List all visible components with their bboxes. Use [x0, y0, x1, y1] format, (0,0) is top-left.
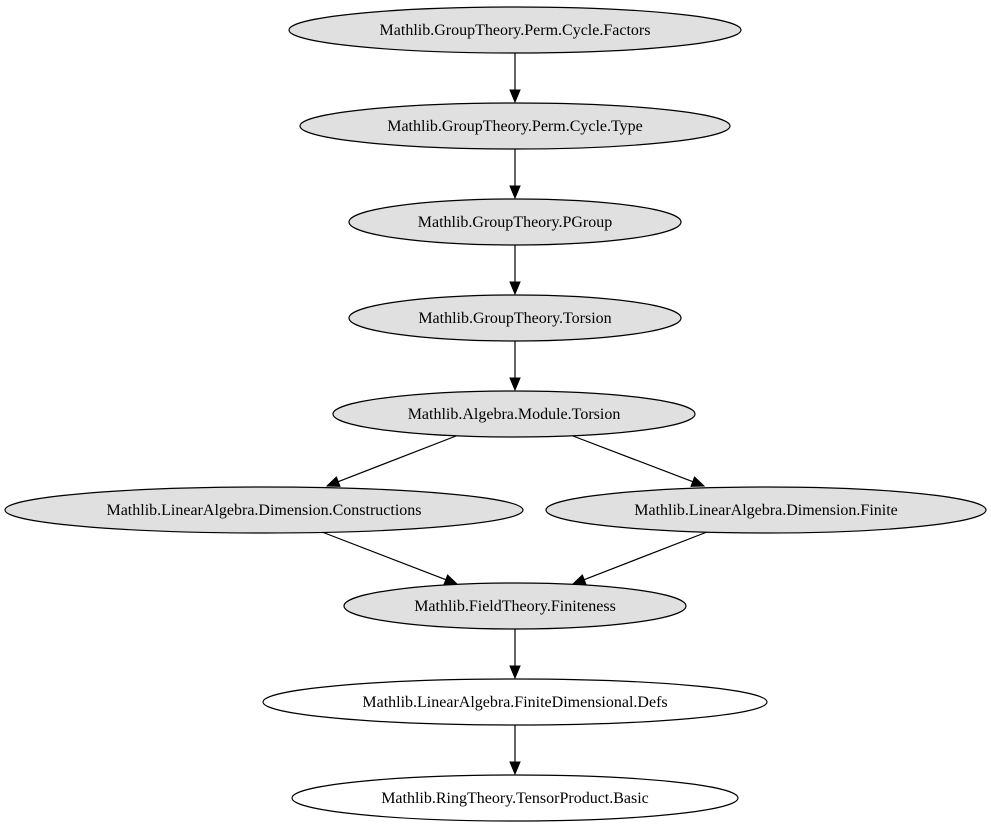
edge-line	[321, 531, 447, 581]
node-n7: Mathlib.FieldTheory.Finiteness	[343, 582, 687, 630]
node-ellipse	[348, 294, 682, 342]
edge-line	[572, 435, 694, 483]
node-n5: Mathlib.LinearAlgebra.Dimension.Construc…	[4, 486, 524, 534]
node-label: Mathlib.GroupTheory.Perm.Cycle.Factors	[380, 22, 651, 39]
node-ellipse	[288, 6, 742, 54]
edge-line	[583, 531, 708, 581]
node-n1: Mathlib.GroupTheory.Perm.Cycle.Type	[299, 102, 731, 150]
edge-line	[337, 435, 457, 483]
node-n9: Mathlib.RingTheory.TensorProduct.Basic	[291, 774, 739, 822]
node-label: Mathlib.GroupTheory.Perm.Cycle.Type	[387, 118, 643, 135]
nodes-layer: Mathlib.GroupTheory.Perm.Cycle.FactorsMa…	[4, 6, 987, 822]
node-label: Mathlib.LinearAlgebra.Dimension.Finite	[634, 502, 898, 519]
node-label: Mathlib.GroupTheory.Torsion	[418, 310, 611, 327]
arrowhead-icon	[509, 761, 521, 776]
edge-n2-to-n3	[509, 245, 521, 296]
edge-n6-to-n7	[571, 531, 708, 585]
node-n6: Mathlib.LinearAlgebra.Dimension.Finite	[545, 486, 987, 534]
edge-n3-to-n4	[509, 341, 521, 392]
node-ellipse	[291, 774, 739, 822]
node-n4: Mathlib.Algebra.Module.Torsion	[332, 390, 696, 438]
edge-n4-to-n5	[325, 435, 457, 487]
edge-n7-to-n8	[509, 629, 521, 680]
node-label: Mathlib.GroupTheory.PGroup	[418, 214, 613, 231]
node-ellipse	[262, 678, 768, 726]
node-label: Mathlib.Algebra.Module.Torsion	[408, 406, 621, 423]
arrowhead-icon	[690, 476, 706, 487]
node-ellipse	[545, 486, 987, 534]
arrowhead-icon	[571, 574, 587, 585]
edge-n4-to-n6	[572, 435, 706, 487]
edge-n5-to-n7	[321, 531, 459, 585]
node-label: Mathlib.LinearAlgebra.Dimension.Construc…	[106, 502, 421, 519]
arrowhead-icon	[509, 185, 521, 200]
arrowhead-icon	[509, 665, 521, 680]
node-label: Mathlib.FieldTheory.Finiteness	[414, 598, 616, 615]
node-label: Mathlib.LinearAlgebra.FiniteDimensional.…	[362, 694, 667, 711]
arrowhead-icon	[509, 377, 521, 392]
node-n3: Mathlib.GroupTheory.Torsion	[348, 294, 682, 342]
node-ellipse	[343, 582, 687, 630]
arrowhead-icon	[325, 476, 341, 487]
node-n8: Mathlib.LinearAlgebra.FiniteDimensional.…	[262, 678, 768, 726]
edge-n0-to-n1	[509, 53, 521, 104]
arrowhead-icon	[509, 89, 521, 104]
node-ellipse	[299, 102, 731, 150]
node-ellipse	[332, 390, 696, 438]
arrowhead-icon	[509, 281, 521, 296]
node-n2: Mathlib.GroupTheory.PGroup	[348, 198, 682, 246]
edges-layer	[321, 53, 708, 776]
arrowhead-icon	[443, 574, 459, 585]
node-ellipse	[348, 198, 682, 246]
edge-n1-to-n2	[509, 149, 521, 200]
node-n0: Mathlib.GroupTheory.Perm.Cycle.Factors	[288, 6, 742, 54]
edge-n8-to-n9	[509, 725, 521, 776]
node-label: Mathlib.RingTheory.TensorProduct.Basic	[381, 790, 649, 807]
node-ellipse	[4, 486, 524, 534]
